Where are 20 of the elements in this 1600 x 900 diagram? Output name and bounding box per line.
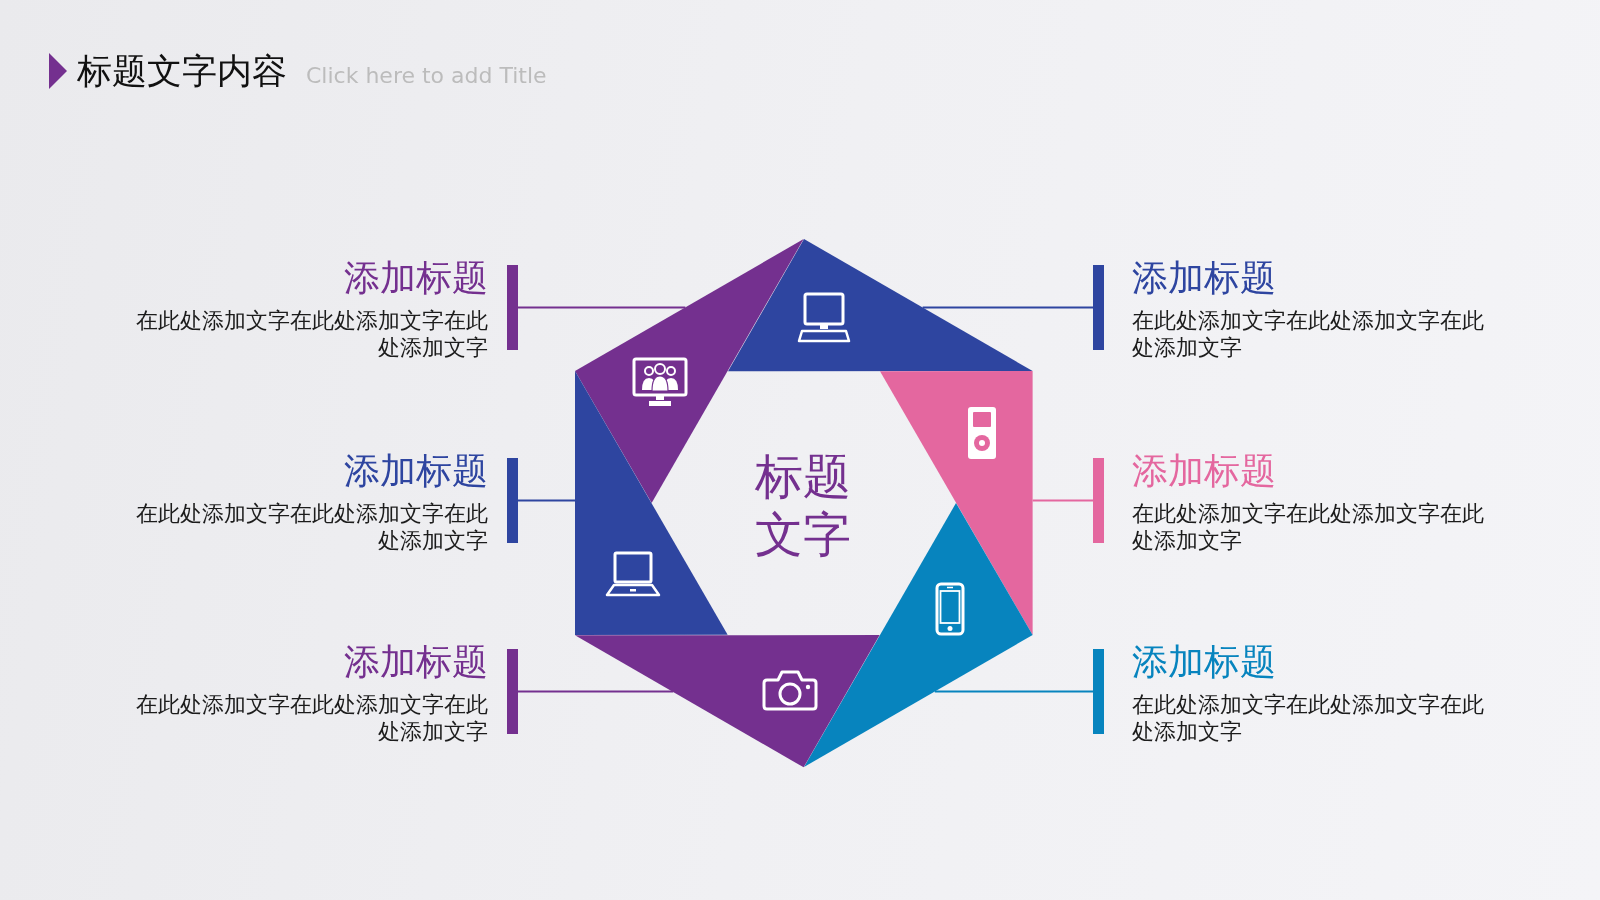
body-text: 在此处添加文字在此处添加文字在此处添加文字 [1132, 500, 1485, 554]
leader-line [517, 499, 577, 502]
body-text: 在此处添加文字在此处添加文字在此处添加文字 [135, 500, 488, 554]
leader-line [921, 306, 1094, 309]
heading: 添加标题 [344, 451, 488, 491]
center-title: 标题文字 [754, 447, 852, 563]
heading: 添加标题 [1132, 258, 1276, 298]
heading: 添加标题 [344, 642, 488, 682]
leader-line [1031, 499, 1094, 502]
leader-line [517, 690, 675, 693]
title: 标题文字内容 [77, 50, 287, 92]
body-text: 在此处添加文字在此处添加文字在此处添加文字 [135, 691, 488, 745]
body-text: 在此处添加文字在此处添加文字在此处添加文字 [1132, 691, 1485, 745]
leader-line [933, 690, 1094, 693]
leader-line [517, 306, 687, 309]
body-text: 在此处添加文字在此处添加文字在此处添加文字 [135, 307, 488, 361]
body-text: 在此处添加文字在此处添加文字在此处添加文字 [1132, 307, 1485, 361]
heading: 添加标题 [344, 258, 488, 298]
heading: 添加标题 [1132, 451, 1276, 491]
heading: 添加标题 [1132, 642, 1276, 682]
